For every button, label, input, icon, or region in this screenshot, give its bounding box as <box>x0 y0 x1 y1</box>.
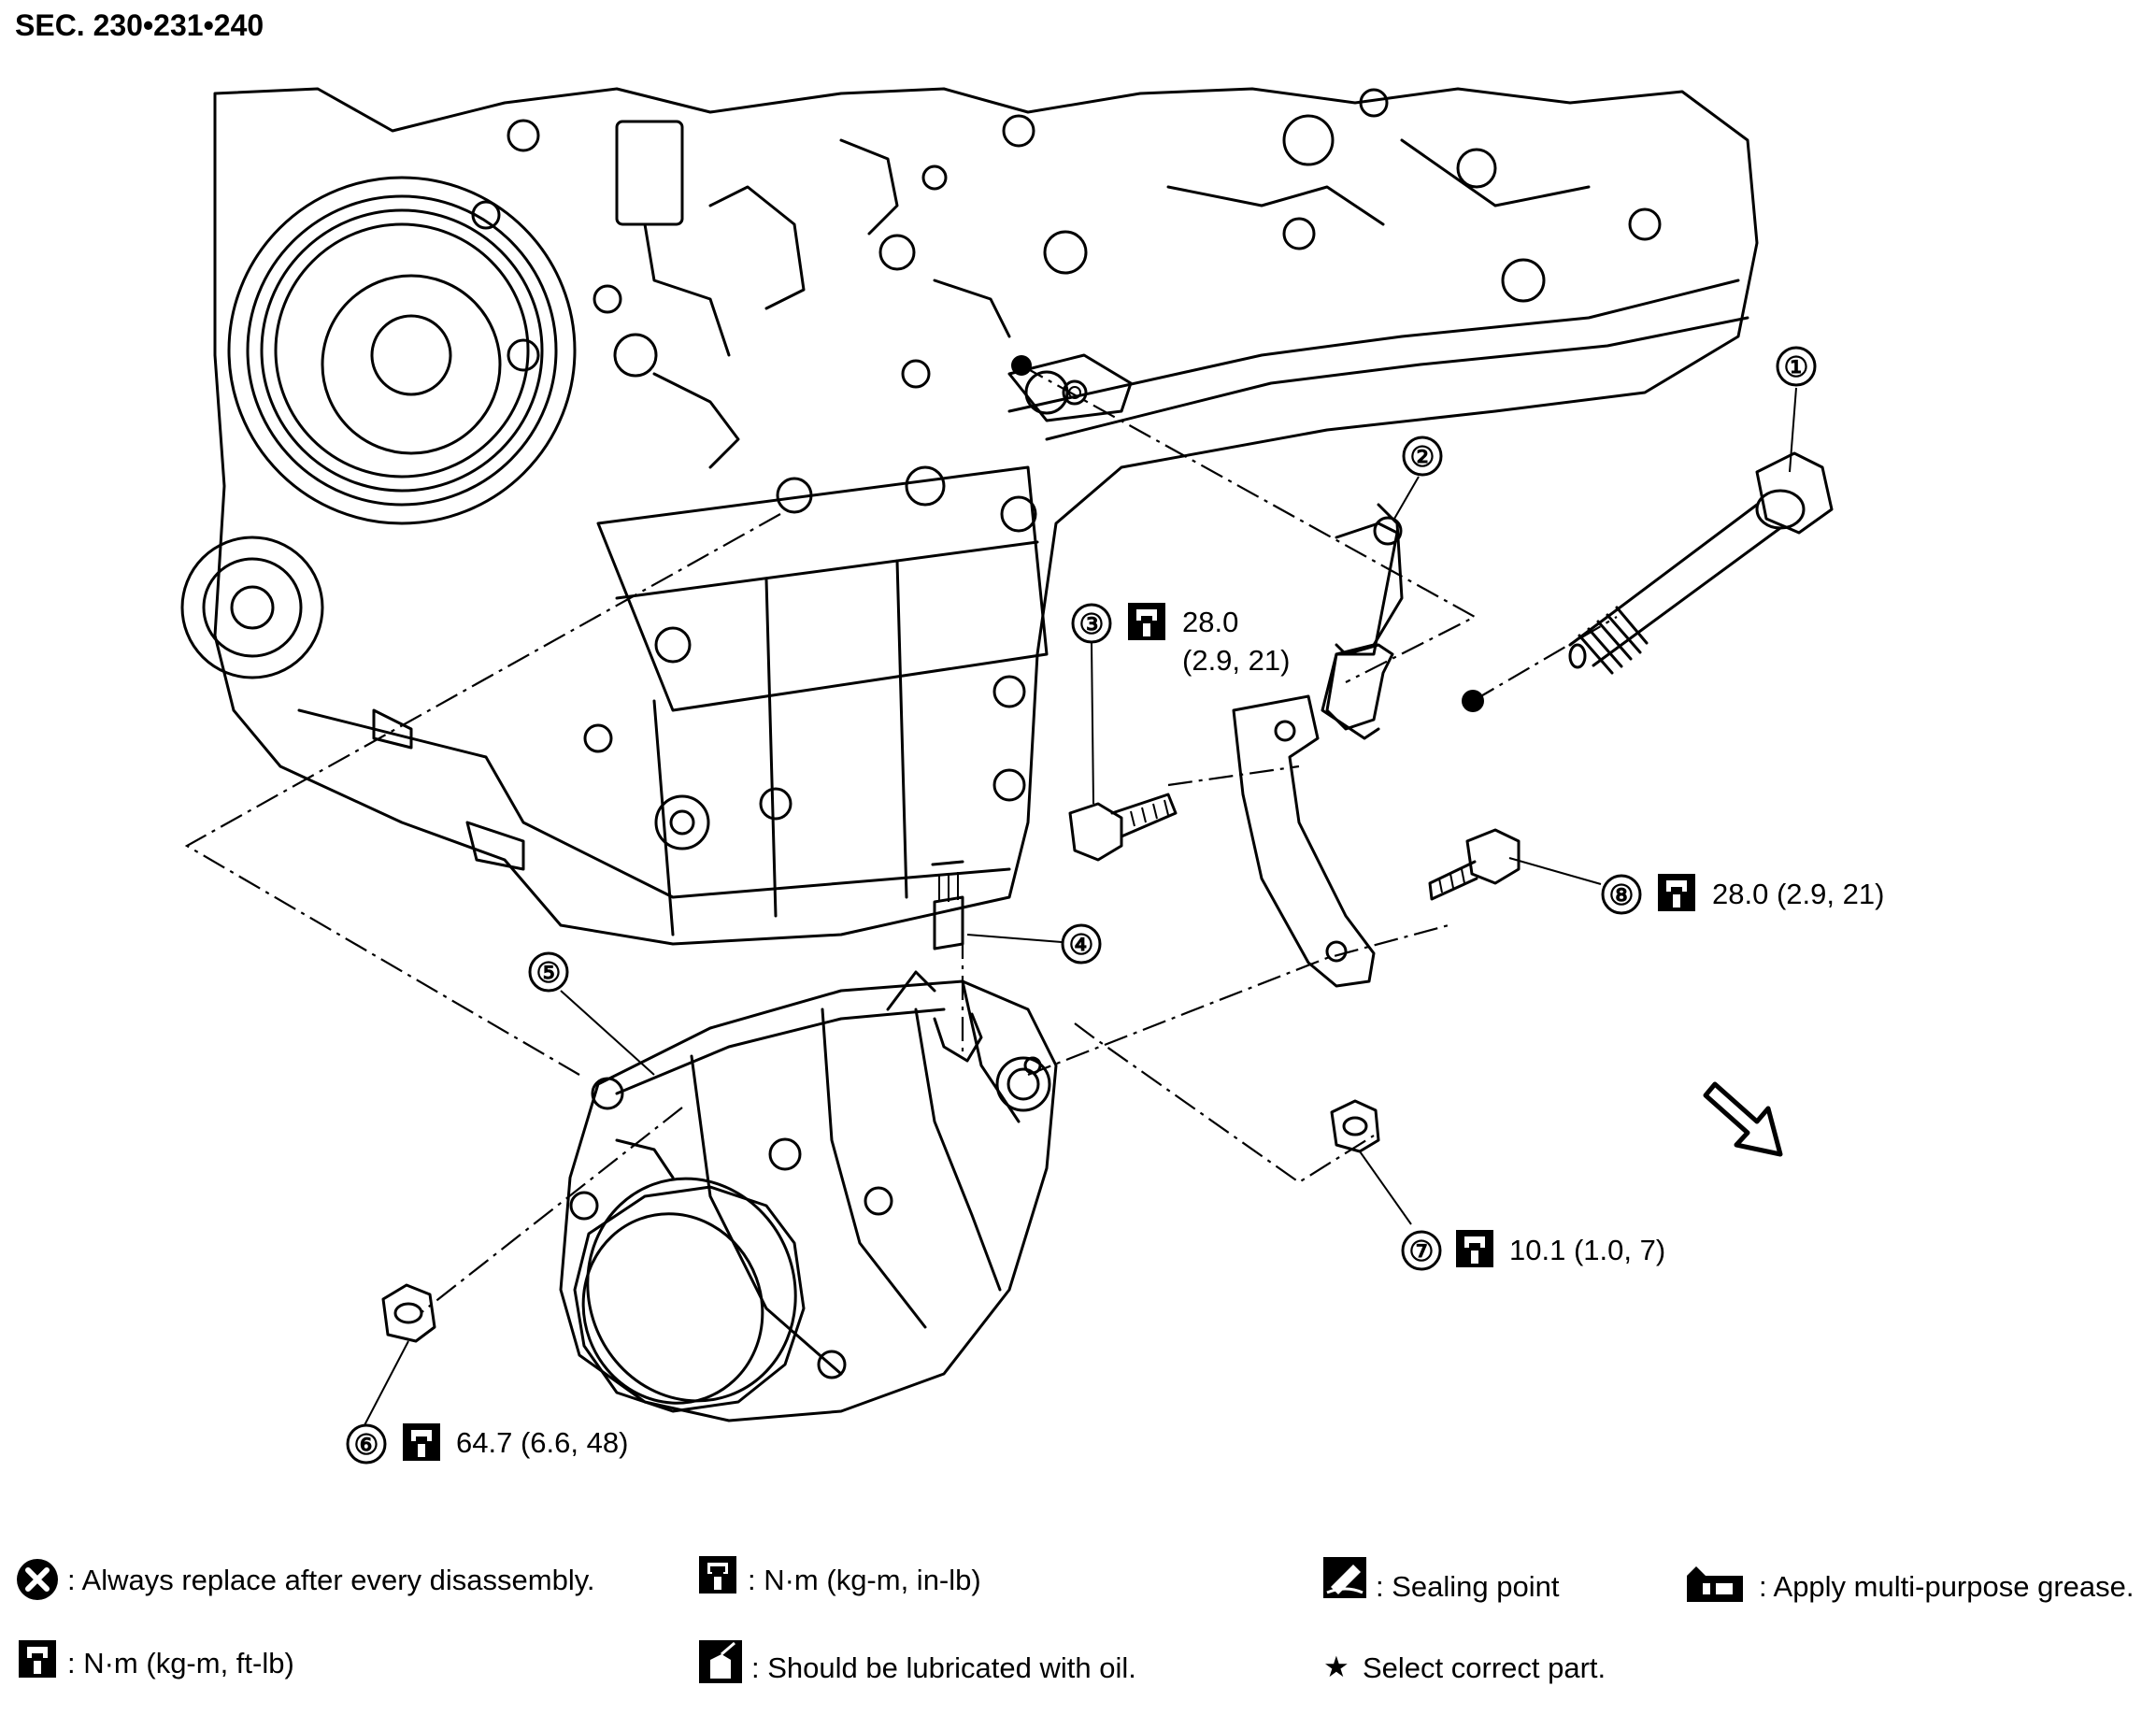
bracket-bolt-8 <box>1428 828 1521 901</box>
callout-6-torque: 64.7 (6.6, 48) <box>456 1426 628 1459</box>
sealant-icon <box>1323 1557 1366 1598</box>
torque-wrench-icon <box>1128 603 1165 640</box>
section-title: SEC. 230•231•240 <box>15 8 264 42</box>
callout-3-torque-line2: (2.9, 21) <box>1182 644 1290 677</box>
callout-5-number: ⑤ <box>536 958 562 989</box>
torque-wrench-icon <box>403 1423 440 1461</box>
harness-connector <box>931 860 964 950</box>
legend-select-text: Select correct part. <box>1363 1651 1606 1684</box>
long-mounting-bolt <box>1568 451 1834 675</box>
engine-block <box>180 87 1759 946</box>
torque-wrench-inlb-icon <box>699 1556 736 1594</box>
oil-can-icon <box>699 1640 742 1683</box>
callout-8-torque: 28.0 (2.9, 21) <box>1712 878 1884 910</box>
torque-wrench-icon <box>1456 1230 1493 1267</box>
callout-7-number: ⑦ <box>1409 1236 1435 1267</box>
legend-item-oil: : Should be lubricated with oil. <box>699 1640 1136 1684</box>
callout-2: ② <box>1402 436 1443 477</box>
callout-3-number: ③ <box>1079 609 1105 640</box>
legend-item-select: ★ Select correct part. <box>1323 1651 1606 1684</box>
alternator <box>559 970 1058 1422</box>
terminal-nut-7 <box>1330 1099 1380 1153</box>
front-arrow-icon <box>1703 1081 1783 1157</box>
callout-4-number: ④ <box>1069 930 1094 961</box>
leader-lines <box>364 387 1797 1426</box>
alternator-adjusting-bracket <box>1232 694 1376 988</box>
callout-6-number: ⑥ <box>354 1430 379 1461</box>
legend-replace-text: : Always replace after every disassembly… <box>67 1564 595 1596</box>
torque-wrench-icon <box>1658 874 1695 911</box>
callout-2-number: ② <box>1410 442 1435 473</box>
legend-item-grease: : Apply multi-purpose grease. <box>1687 1566 2135 1603</box>
grease-gun-icon <box>1687 1566 1743 1602</box>
alternator-nut-6 <box>381 1283 436 1343</box>
star-icon: ★ <box>1323 1651 1349 1683</box>
legend-grease-text: : Apply multi-purpose grease. <box>1759 1570 2135 1603</box>
legend-item-replace: : Always replace after every disassembly… <box>17 1559 595 1600</box>
callout-1: ① <box>1776 346 1817 387</box>
callout-7-torque: 10.1 (1.0, 7) <box>1509 1234 1665 1266</box>
legend-nm-inlb-text: : N·m (kg-m, in-lb) <box>748 1564 981 1596</box>
callout-3-torque-line1: 28.0 <box>1182 606 1238 638</box>
legend: : Always replace after every disassembly… <box>17 1556 2135 1684</box>
callout-8: ⑧ 28.0 (2.9, 21) <box>1601 874 1884 915</box>
legend-sealing-text: : Sealing point <box>1376 1570 1560 1603</box>
legend-item-nm-ftlb: : N·m (kg-m, ft-lb) <box>19 1640 294 1679</box>
x-circle-icon <box>17 1559 58 1600</box>
legend-item-nm-inlb: : N·m (kg-m, in-lb) <box>699 1556 981 1596</box>
legend-item-sealing: : Sealing point <box>1323 1557 1560 1603</box>
callout-8-number: ⑧ <box>1609 880 1635 911</box>
bracket-bolt-3 <box>1068 793 1178 862</box>
legend-oil-text: : Should be lubricated with oil. <box>751 1651 1136 1684</box>
callout-4: ④ <box>1061 923 1102 965</box>
callout-5: ⑤ <box>528 951 569 993</box>
alternator-upper-bracket <box>1321 503 1404 740</box>
callout-6: ⑥ 64.7 (6.6, 48) <box>346 1423 628 1465</box>
callout-3: ③ 28.0 (2.9, 21) <box>1071 603 1290 677</box>
assembly-lines <box>184 364 1618 1314</box>
legend-nm-ftlb-text: : N·m (kg-m, ft-lb) <box>67 1647 294 1679</box>
callout-7: ⑦ 10.1 (1.0, 7) <box>1401 1230 1665 1271</box>
torque-wrench-icon <box>19 1640 56 1678</box>
callout-1-number: ① <box>1784 352 1809 383</box>
